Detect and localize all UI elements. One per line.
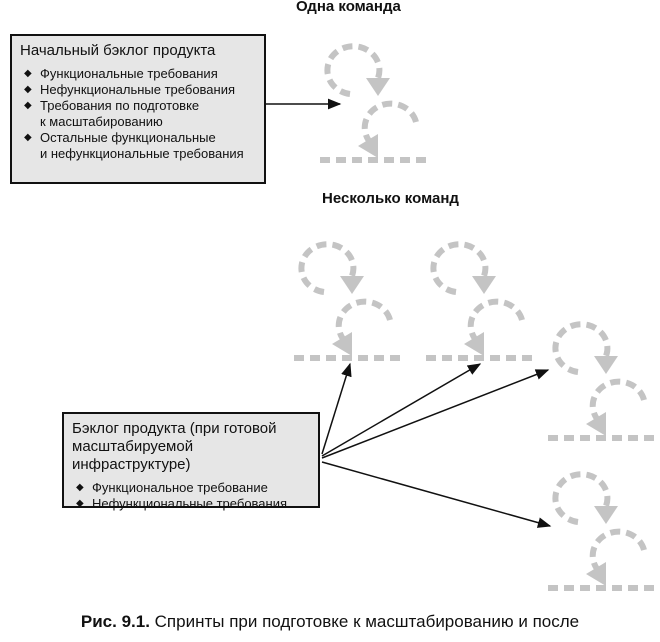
diamond-bullet-icon: ◆	[24, 132, 32, 143]
initial-backlog-list: ◆Функциональные требования ◆Нефункционал…	[20, 66, 256, 162]
diamond-bullet-icon: ◆	[24, 100, 32, 111]
sprint-cycle-team-2	[426, 244, 536, 358]
arrow-to-team-1	[321, 362, 352, 455]
diamond-bullet-icon: ◆	[24, 84, 32, 95]
figure-caption-text: Спринты при подготовке к масштабированию…	[154, 612, 580, 631]
arrow-to-team-4	[321, 461, 552, 528]
sprint-cycle-team-1	[294, 244, 404, 358]
list-item: ◆Нефункциональные требования	[76, 496, 288, 511]
arrow-to-team-3	[321, 369, 550, 459]
sprint-cycle-team-4	[548, 474, 658, 588]
list-item: ◆Функциональное требование	[76, 480, 268, 495]
figure-label: Рис. 9.1.	[80, 612, 150, 631]
initial-backlog-title: Начальный бэклог продукта	[20, 42, 216, 59]
sprint-cycle-single	[320, 46, 430, 160]
list-item: ◆Нефункциональные требования	[24, 82, 236, 97]
list-item: ◆Функциональные требования	[24, 66, 218, 81]
scalable-backlog-list: ◆Функциональное требование ◆Нефункционал…	[72, 480, 310, 512]
heading-multiple-teams: Несколько команд	[322, 190, 459, 207]
diamond-bullet-icon: ◆	[24, 68, 32, 79]
initial-backlog-box: Начальный бэклог продукта ◆Функциональны…	[10, 34, 266, 184]
heading-single-team: Одна команда	[296, 0, 401, 15]
diamond-bullet-icon: ◆	[76, 482, 84, 493]
diamond-bullet-icon: ◆	[76, 498, 84, 509]
sprint-cycle-team-3	[548, 324, 658, 438]
arrow-to-team-2	[321, 363, 482, 457]
figure-caption: Рис. 9.1. Спринты при подготовке к масшт…	[0, 612, 660, 632]
